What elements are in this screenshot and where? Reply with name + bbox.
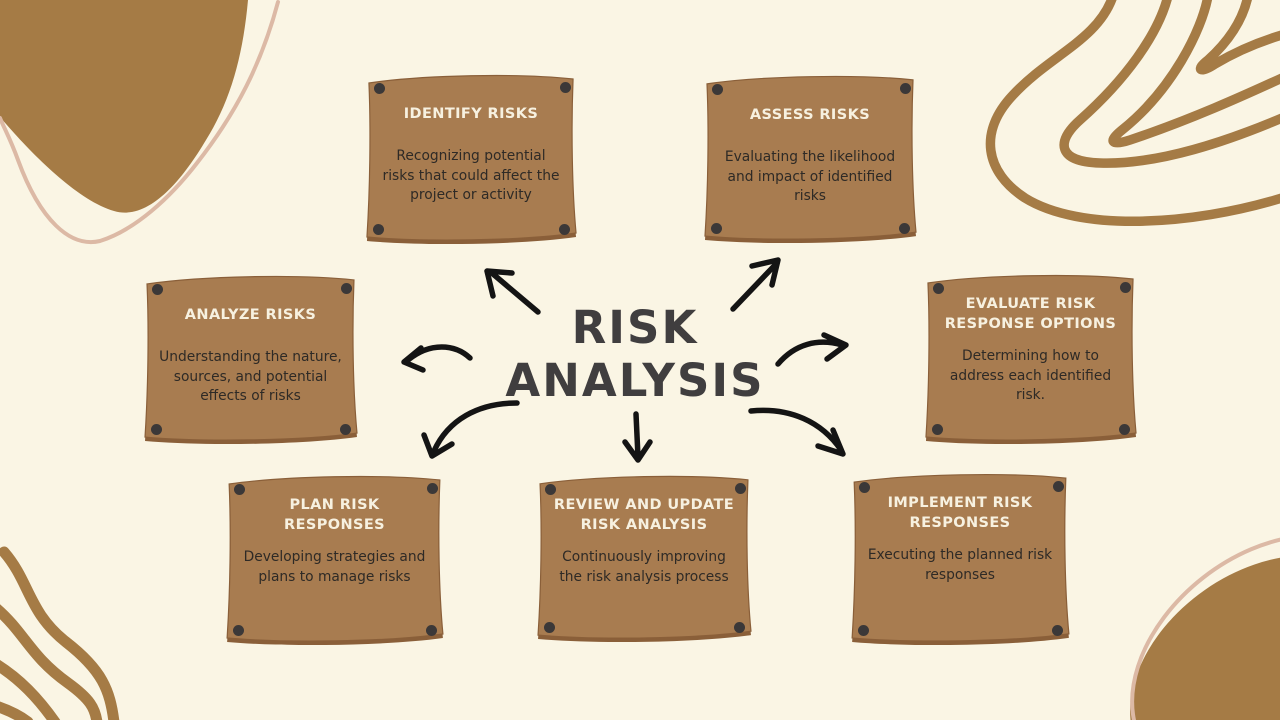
pin-icon — [544, 622, 555, 633]
pin-icon — [1053, 481, 1064, 492]
card-board — [366, 74, 577, 244]
pin-icon — [900, 83, 911, 94]
pin-icon — [899, 223, 910, 234]
card-board — [226, 475, 444, 645]
card-assess-risks: ASSESS RISKS Evaluating the likelihood a… — [700, 71, 920, 243]
pin-icon — [1119, 424, 1130, 435]
pin-icon — [427, 483, 438, 494]
card-body: Developing strategies and plans to manag… — [243, 549, 426, 585]
arrow-to-implement-risk-responses-icon — [748, 407, 846, 457]
blob-bottom-right — [1130, 533, 1280, 720]
pin-icon — [340, 424, 351, 435]
pin-icon — [545, 484, 556, 495]
card-body: Executing the planned risk responses — [867, 547, 1053, 583]
card-board — [537, 475, 752, 642]
card-heading: REVIEW AND UPDATE RISK ANALYSIS — [553, 496, 735, 533]
pin-icon — [373, 224, 384, 235]
pin-icon — [734, 622, 745, 633]
pin-icon — [858, 625, 869, 636]
pin-icon — [151, 424, 162, 435]
wavy-lines-bottom-left — [0, 546, 120, 720]
card-plan-risk-responses: PLAN RISK RESPONSES Developing strategie… — [222, 471, 447, 645]
pin-icon — [712, 84, 723, 95]
card-body: Evaluating the likelihood and impact of … — [724, 149, 896, 205]
card-body: Recognizing potential risks that could a… — [382, 148, 560, 204]
pin-icon — [374, 83, 385, 94]
pin-icon — [233, 625, 244, 636]
card-body: Continuously improving the risk analysis… — [559, 549, 729, 585]
pin-icon — [341, 283, 352, 294]
pin-icon — [932, 424, 943, 435]
pin-icon — [735, 483, 746, 494]
pin-icon — [933, 283, 944, 294]
pin-icon — [559, 224, 570, 235]
card-heading: ANALYZE RISKS — [184, 306, 317, 323]
pin-icon — [1120, 282, 1131, 293]
card-board — [704, 75, 917, 243]
pin-icon — [711, 223, 722, 234]
card-board — [925, 274, 1137, 444]
card-heading: ASSESS RISKS — [749, 106, 871, 123]
page-title-line-2: ANALYSIS — [505, 353, 765, 407]
card-heading: IMPLEMENT RISK RESPONSES — [887, 494, 1033, 531]
page-title-line-1: RISK — [571, 301, 699, 354]
pin-icon — [234, 484, 245, 495]
arrow-to-review-and-update-icon — [622, 411, 653, 463]
contour-lines-top-right — [985, 0, 1280, 227]
card-board — [851, 473, 1070, 645]
card-identify-risks: IDENTIFY RISKS Recognizing potential ris… — [362, 70, 580, 244]
card-heading: PLAN RISK RESPONSES — [284, 496, 385, 533]
card-body: Understanding the nature, sources, and p… — [159, 349, 342, 405]
card-heading: EVALUATE RISK RESPONSE OPTIONS — [944, 295, 1117, 332]
pin-icon — [152, 284, 163, 295]
card-implement-risk-responses: IMPLEMENT RISK RESPONSES Executing the p… — [847, 469, 1073, 645]
card-heading: IDENTIFY RISKS — [403, 105, 539, 122]
blob-top-left — [0, 0, 280, 245]
pin-icon — [426, 625, 437, 636]
pin-icon — [1052, 625, 1063, 636]
arrow-to-analyze-risks-icon — [401, 344, 473, 373]
card-body: Determining how to address each identifi… — [949, 348, 1112, 404]
card-board — [144, 275, 358, 444]
card-review-and-update-risk-analysis: REVIEW AND UPDATE RISK ANALYSIS Continuo… — [533, 471, 755, 642]
arrow-to-plan-risk-responses-icon — [421, 400, 520, 459]
card-analyze-risks: ANALYZE RISKS Understanding the nature, … — [140, 271, 361, 444]
pin-icon — [859, 482, 870, 493]
page-title: RISK ANALYSIS — [480, 301, 790, 407]
pin-icon — [560, 82, 571, 93]
card-evaluate-risk-response-options: EVALUATE RISK RESPONSE OPTIONS Determini… — [921, 270, 1140, 444]
